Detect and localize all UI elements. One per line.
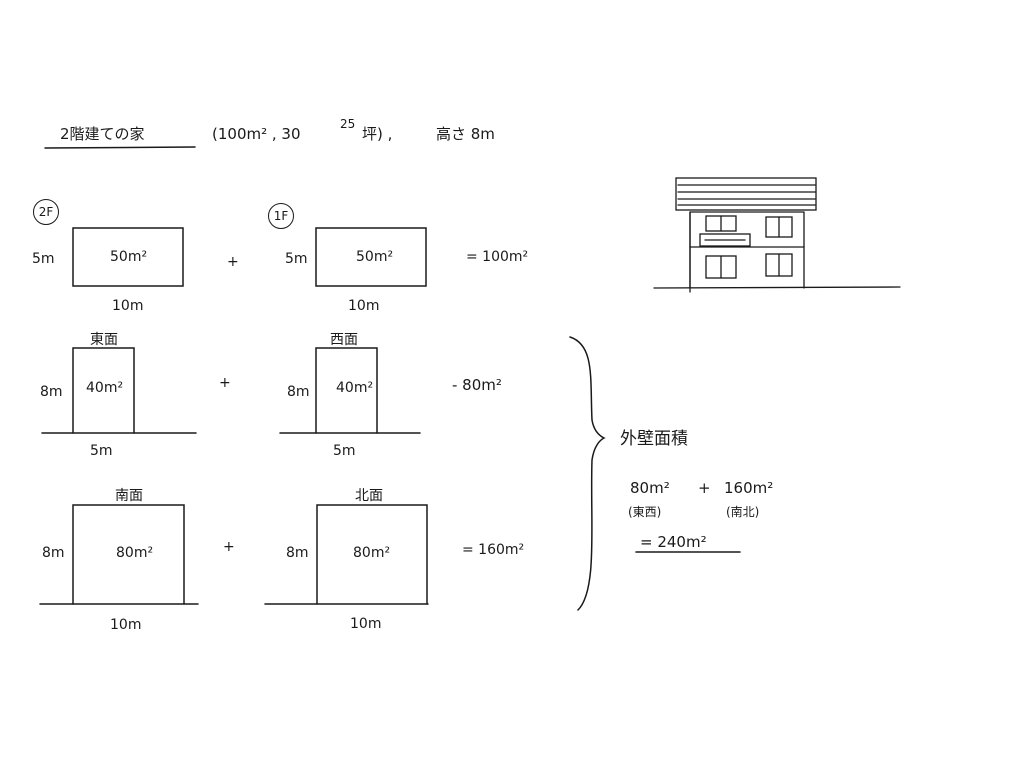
summary-note-south-north: (南北) bbox=[726, 505, 760, 519]
wall-east-width: 5m bbox=[90, 443, 113, 459]
plus-sign-south-north: + bbox=[223, 539, 235, 555]
plus-sign-east-west: + bbox=[219, 375, 231, 391]
summary-term-south-north: 160m² bbox=[724, 479, 774, 497]
floor-1f-height: 5m bbox=[285, 251, 308, 267]
wall-north-height: 8m bbox=[286, 545, 309, 561]
wall-east-height: 8m bbox=[40, 384, 63, 400]
floor-2f-rect bbox=[72, 227, 184, 287]
floor-1f-rect bbox=[315, 227, 427, 287]
wall-west-area: 40m² bbox=[336, 380, 374, 396]
summary-term-east-west: 80m² bbox=[630, 479, 670, 497]
summary-plus-sign: + bbox=[698, 479, 711, 497]
wall-south-rect bbox=[72, 504, 185, 605]
title-tsubo-close: 坪) , bbox=[362, 125, 393, 143]
title-underline bbox=[44, 146, 196, 149]
floor-1f-area: 50m² bbox=[356, 249, 394, 265]
floors-result: = 100m² bbox=[466, 249, 529, 265]
floor-2f-height: 5m bbox=[32, 251, 55, 267]
wall-north-area: 80m² bbox=[353, 545, 391, 561]
wall-north-label: 北面 bbox=[355, 488, 383, 504]
floor-2f-area: 50m² bbox=[110, 249, 148, 265]
wall-south-width: 10m bbox=[110, 617, 142, 633]
summary-note-east-west: (東西) bbox=[628, 505, 662, 519]
summary-total: = 240m² bbox=[640, 533, 707, 551]
title-tsubo-superscript: 25 bbox=[340, 117, 356, 131]
wall-west-label: 西面 bbox=[330, 332, 358, 348]
title-height: 高さ 8m bbox=[436, 125, 495, 143]
badge-1f: 1F bbox=[268, 203, 294, 229]
badge-2f: 2F bbox=[33, 199, 59, 225]
plus-sign-floors: + bbox=[227, 254, 239, 270]
floor-1f-width: 10m bbox=[348, 298, 380, 314]
wall-west-rect bbox=[315, 347, 378, 434]
wall-north-width: 10m bbox=[350, 616, 382, 632]
wall-west-width: 5m bbox=[333, 443, 356, 459]
wall-west-height: 8m bbox=[287, 384, 310, 400]
sketch-title: 2階建ての家 bbox=[60, 125, 145, 143]
wall-east-label: 東面 bbox=[90, 332, 118, 348]
wall-south-label: 南面 bbox=[115, 488, 143, 504]
house-sketch bbox=[653, 177, 901, 293]
wall-south-height: 8m bbox=[42, 545, 65, 561]
floor-2f-width: 10m bbox=[112, 298, 144, 314]
east-west-result: - 80m² bbox=[452, 376, 502, 394]
summary-brace bbox=[569, 336, 606, 611]
title-area-spec: (100m² , 30 bbox=[212, 125, 301, 143]
wall-north-rect bbox=[316, 504, 428, 605]
wall-east-rect bbox=[72, 347, 135, 434]
wall-south-area: 80m² bbox=[116, 545, 154, 561]
south-north-result: = 160m² bbox=[462, 542, 525, 558]
summary-heading: 外壁面積 bbox=[620, 429, 688, 449]
wall-east-area: 40m² bbox=[86, 380, 124, 396]
